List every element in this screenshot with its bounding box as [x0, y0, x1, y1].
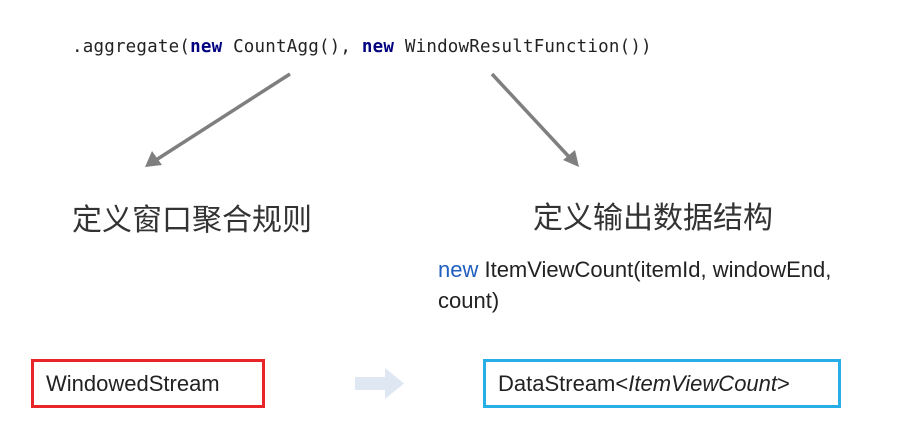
datastream-type: ItemViewCount — [628, 370, 778, 396]
code-arg-countagg: CountAgg(), — [222, 37, 362, 57]
right-arrow-icon — [355, 368, 404, 399]
right-label: 定义输出数据结构 — [533, 201, 773, 236]
datastream-box: DataStream<ItemViewCount> — [483, 359, 841, 408]
datastream-suffix: > — [777, 370, 790, 396]
output-constructor-code: new ItemViewCount(itemId, windowEnd, cou… — [438, 254, 893, 316]
windowed-stream-label: WindowedStream — [46, 370, 220, 396]
code-prefix: .aggregate( — [72, 37, 191, 57]
left-label: 定义窗口聚合规则 — [72, 203, 312, 238]
right-diagonal-arrow — [490, 72, 579, 167]
code-keyword-new-1: new — [190, 37, 223, 57]
code-arg-windowresultfunction: WindowResultFunction()) — [394, 37, 652, 57]
datastream-prefix: DataStream< — [498, 370, 629, 396]
left-diagonal-arrow — [145, 72, 291, 167]
aggregate-code-line: .aggregate(new CountAgg(), new WindowRes… — [72, 37, 652, 57]
windowed-stream-box: WindowedStream — [31, 359, 265, 408]
output-code-keyword-new: new — [438, 257, 479, 282]
code-keyword-new-2: new — [361, 37, 395, 57]
output-code-text: ItemViewCount(itemId, windowEnd, count) — [438, 257, 832, 313]
